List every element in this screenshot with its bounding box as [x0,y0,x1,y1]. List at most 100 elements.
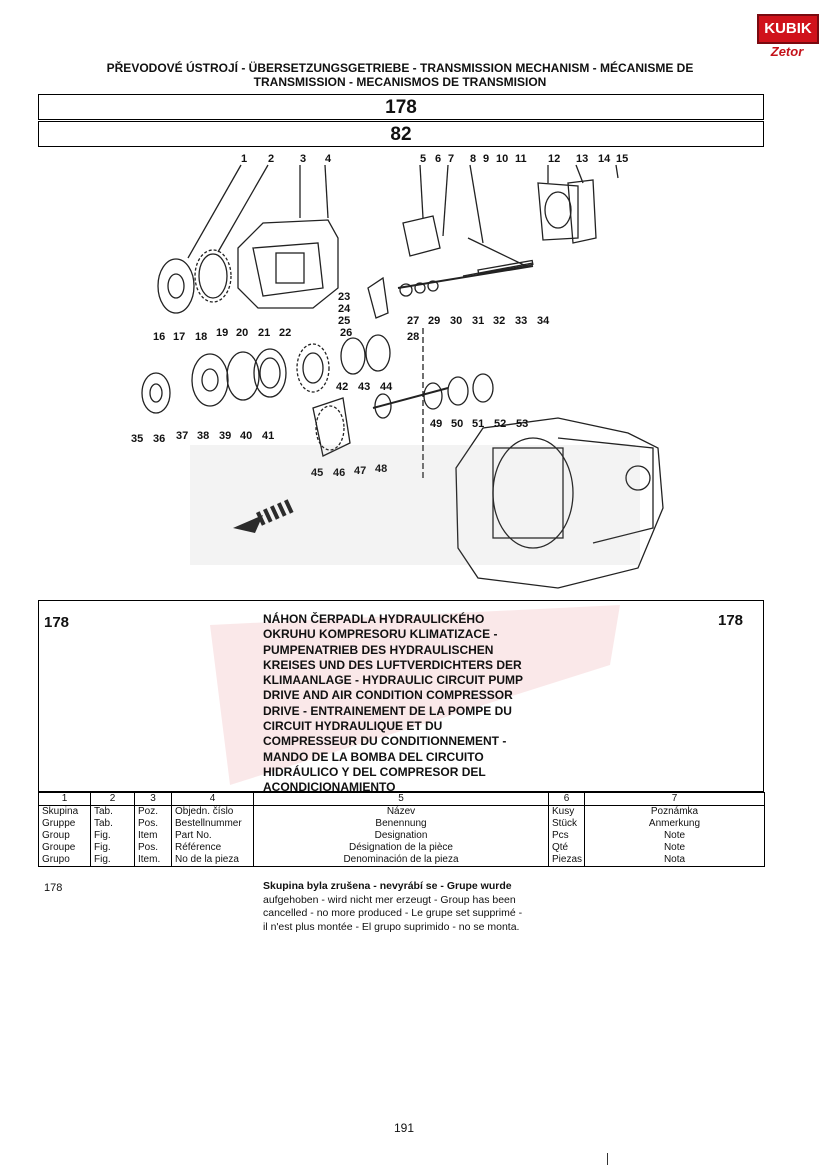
note-group-number: 178 [44,882,63,894]
description-line: NÁHON ČERPADLA HYDRAULICKÉHO [263,612,485,626]
group-description: NÁHON ČERPADLA HYDRAULICKÉHO OKRUHU KOMP… [263,612,553,796]
description-line: ACONDICIONAMIENTO [263,780,396,795]
callout-30: 30 [450,315,462,327]
callout-4: 4 [325,153,332,165]
callout-49: 49 [430,418,442,430]
zetor-logo: Zetor [770,44,804,59]
callout-21: 21 [258,327,270,339]
callout-28: 28 [407,331,419,343]
callout-1: 1 [241,153,247,165]
callout-53: 53 [516,418,528,430]
figure-number-box: 82 [38,121,764,147]
callout-14: 14 [598,153,611,165]
description-line: KREISES UND DES LUFTVERDICHTERS DER [263,657,522,672]
col-number: 6 [548,792,585,806]
callout-35: 35 [131,433,143,445]
callout-32: 32 [493,315,505,327]
column-number-row: 1 2 3 4 5 6 7 [38,792,765,806]
callout-15: 15 [616,153,628,165]
note-line: cancelled - no more produced - Le grupe … [263,907,523,919]
callout-50: 50 [451,418,463,430]
callout-24: 24 [338,303,351,315]
callout-18: 18 [195,331,207,343]
callout-22: 22 [279,327,291,339]
callout-5: 5 [420,153,426,165]
callout-9: 9 [483,153,489,165]
page-number: 191 [394,1121,415,1135]
callout-43: 43 [358,381,370,393]
callout-13: 13 [576,153,588,165]
group-cancelled-note: Skupina byla zrušena - nevyrábí se - Gru… [263,880,553,934]
group-number-box: 178 [38,94,764,120]
note-line: Skupina byla zrušena - nevyrábí se - Gru… [263,880,512,892]
page-title: PŘEVODOVÉ ÚSTROJÍ - ÜBERSETZUNGSGETRIEBE… [60,61,740,89]
title-line-2: TRANSMISSION - MECANISMOS DE TRANSMISION [253,75,547,89]
callout-46: 46 [333,467,345,479]
group-number-right: 178 [718,612,744,629]
description-line: DRIVE AND AIR CONDITION COMPRESSOR [263,688,513,703]
callout-31: 31 [472,315,484,327]
callout-34: 34 [537,315,550,327]
callout-36: 36 [153,433,165,445]
col-number: 7 [584,792,765,806]
col-number: 4 [171,792,254,806]
description-line: CIRCUIT HYDRAULIQUE ET DU [263,719,443,734]
callout-45: 45 [311,467,323,479]
callout-19: 19 [216,327,228,339]
col-number: 3 [134,792,172,806]
col-number: 1 [38,792,91,806]
callout-17: 17 [173,331,185,343]
callout-52: 52 [494,418,506,430]
group-info-box [38,600,764,792]
callout-23: 23 [338,291,350,303]
callout-47: 47 [354,465,366,477]
callout-38: 38 [197,430,209,442]
margin-tick [607,1153,608,1165]
callout-51: 51 [472,418,484,430]
callout-48: 48 [375,463,387,475]
callout-44: 44 [380,381,393,393]
description-line: HIDRÁULICO Y DEL COMPRESOR DEL [263,764,486,779]
callout-7: 7 [448,153,454,165]
callout-39: 39 [219,430,231,442]
callout-12: 12 [548,153,560,165]
callout-41: 41 [262,430,274,442]
description-line: MANDO DE LA BOMBA DEL CIRCUITO [263,749,484,764]
description-line: KLIMAANLAGE - HYDRAULIC CIRCUIT PUMP [263,673,523,688]
callout-2: 2 [268,153,274,165]
callout-25: 25 [338,315,350,327]
kubik-logo: KUBIK [757,14,819,44]
callout-40: 40 [240,430,252,442]
callout-33: 33 [515,315,527,327]
callout-11: 11 [515,153,527,165]
callout-6: 6 [435,153,441,165]
callout-16: 16 [153,331,165,343]
description-line: OKRUHU KOMPRESORU KLIMATIZACE - [263,627,498,642]
title-line-1: PŘEVODOVÉ ÚSTROJÍ - ÜBERSETZUNGSGETRIEBE… [106,61,694,75]
description-line: PUMPENATRIEB DES HYDRAULISCHEN [263,642,494,657]
col-table-labels: Tab.Tab.Fig.Fig.Fig. [90,805,135,867]
callout-26: 26 [340,327,352,339]
callout-10: 10 [496,153,508,165]
callout-42: 42 [336,381,348,393]
callout-29: 29 [428,315,440,327]
note-line: aufgehoben - wird nicht mer erzeugt - Gr… [263,893,516,906]
description-line: COMPRESSEUR DU CONDITIONNEMENT - [263,734,507,749]
col-number: 2 [90,792,135,806]
col-number: 5 [253,792,549,806]
callout-3: 3 [300,153,306,165]
description-line: DRIVE - ENTRAINEMENT DE LA POMPE DU [263,703,512,718]
group-number-left: 178 [44,614,70,631]
callout-8: 8 [470,153,476,165]
callout-27: 27 [407,315,419,327]
callout-20: 20 [236,327,248,339]
